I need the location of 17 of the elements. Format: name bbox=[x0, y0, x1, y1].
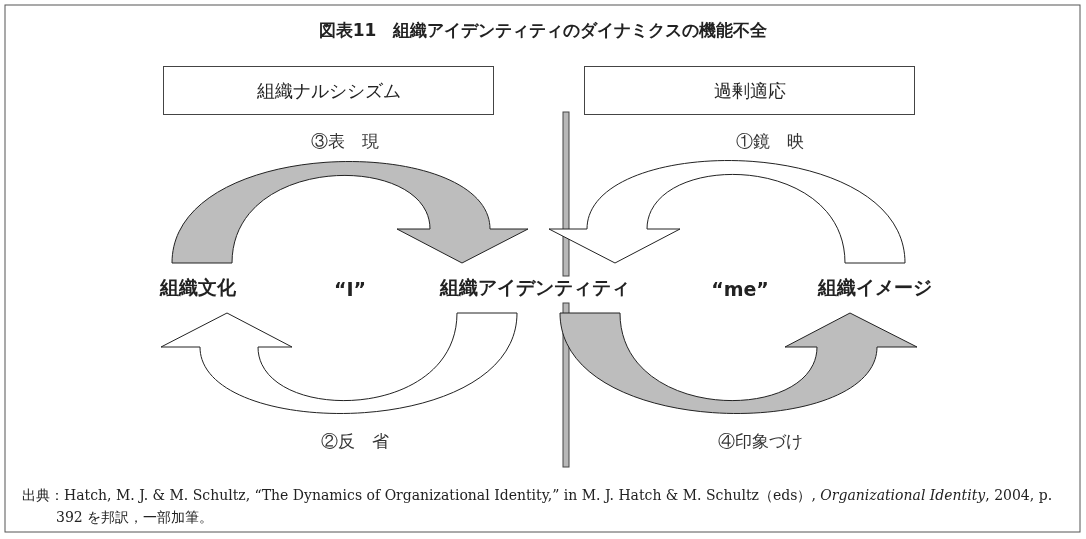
curved-block-arrow bbox=[160, 312, 518, 414]
diagram-title: 図表11 組織アイデンティティのダイナミクスの機能不全 bbox=[317, 19, 769, 42]
curved-block-arrow bbox=[559, 312, 918, 414]
quoted-label: “I” bbox=[334, 278, 366, 300]
edge-label: ②反 省 bbox=[321, 430, 389, 453]
concept-box: 組織ナルシシズム bbox=[163, 66, 494, 115]
edge-label: ①鏡 映 bbox=[736, 130, 804, 153]
curved-block-arrow bbox=[171, 161, 529, 264]
concept-label: 組織文化 bbox=[148, 263, 248, 313]
source-note: 出典：Hatch, M. J. & M. Schultz, “The Dynamics of Organizational Identity,” in M. J. Hatch & M. Schultz（eds）, Organizational Identity, 2004, p. 392 を邦訳，一部加筆。 bbox=[22, 486, 1054, 527]
concept-label: 組織イメージ bbox=[803, 263, 947, 313]
quoted-label: “me” bbox=[711, 278, 769, 300]
edge-label: ③表 現 bbox=[311, 130, 379, 153]
concept-box: 過剰適応 bbox=[584, 66, 915, 115]
concept-label: 組織アイデンティティ bbox=[425, 263, 645, 313]
curved-block-arrow bbox=[548, 160, 906, 264]
edge-label: ④印象づけ bbox=[717, 430, 803, 453]
